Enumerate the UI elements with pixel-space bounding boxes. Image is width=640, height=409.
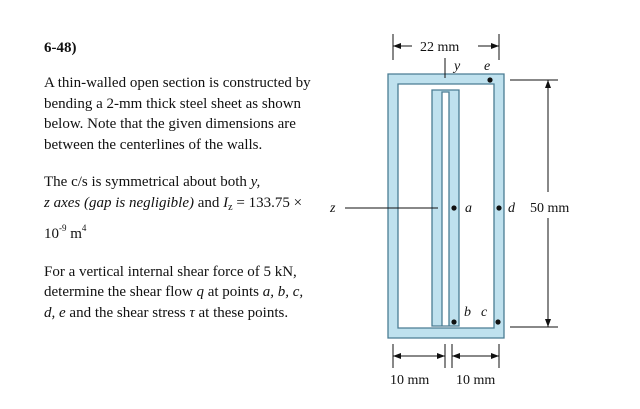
point-c-dot	[495, 319, 501, 325]
dim-top-arrow-right	[491, 43, 499, 49]
dim-bottom-arrow-1	[393, 353, 401, 359]
dim-right-arrow-bottom	[545, 319, 551, 327]
problem-text: 6-48) A thin-walled open section is cons…	[44, 40, 316, 340]
outer-wall	[387, 73, 505, 339]
question-statement: For a vertical internal shear force of 5…	[44, 263, 304, 321]
point-e-label: e	[484, 59, 490, 74]
dim-bottom-arrow-3	[452, 353, 460, 359]
y-axis-label: y	[452, 59, 461, 74]
point-c-label: c	[481, 305, 488, 320]
point-e-dot	[487, 77, 493, 83]
dim-top-label: 22 mm	[420, 40, 459, 55]
point-a-dot	[451, 205, 457, 211]
point-a-label: a	[465, 201, 472, 216]
z-axis-label: z	[329, 201, 336, 216]
point-b-label: b	[464, 305, 471, 320]
problem-number: 6-48)	[44, 40, 77, 56]
symmetry-statement: The c/s is symmetrical about both y, z a…	[44, 174, 303, 242]
dim-right-arrow-top	[545, 80, 551, 88]
point-d-dot	[496, 205, 502, 211]
point-b-dot	[451, 319, 457, 325]
dim-right-label: 50 mm	[530, 201, 569, 216]
problem-description: A thin-walled open section is constructe…	[44, 75, 311, 153]
point-d-label: d	[508, 201, 516, 216]
dim-bottom-left-label: 10 mm	[390, 373, 429, 388]
dim-bottom-arrow-4	[491, 353, 499, 359]
dim-bottom-arrow-2	[437, 353, 445, 359]
dim-top-arrow-left	[393, 43, 401, 49]
inner-wall	[431, 89, 460, 327]
dim-bottom-right-label: 10 mm	[456, 373, 495, 388]
